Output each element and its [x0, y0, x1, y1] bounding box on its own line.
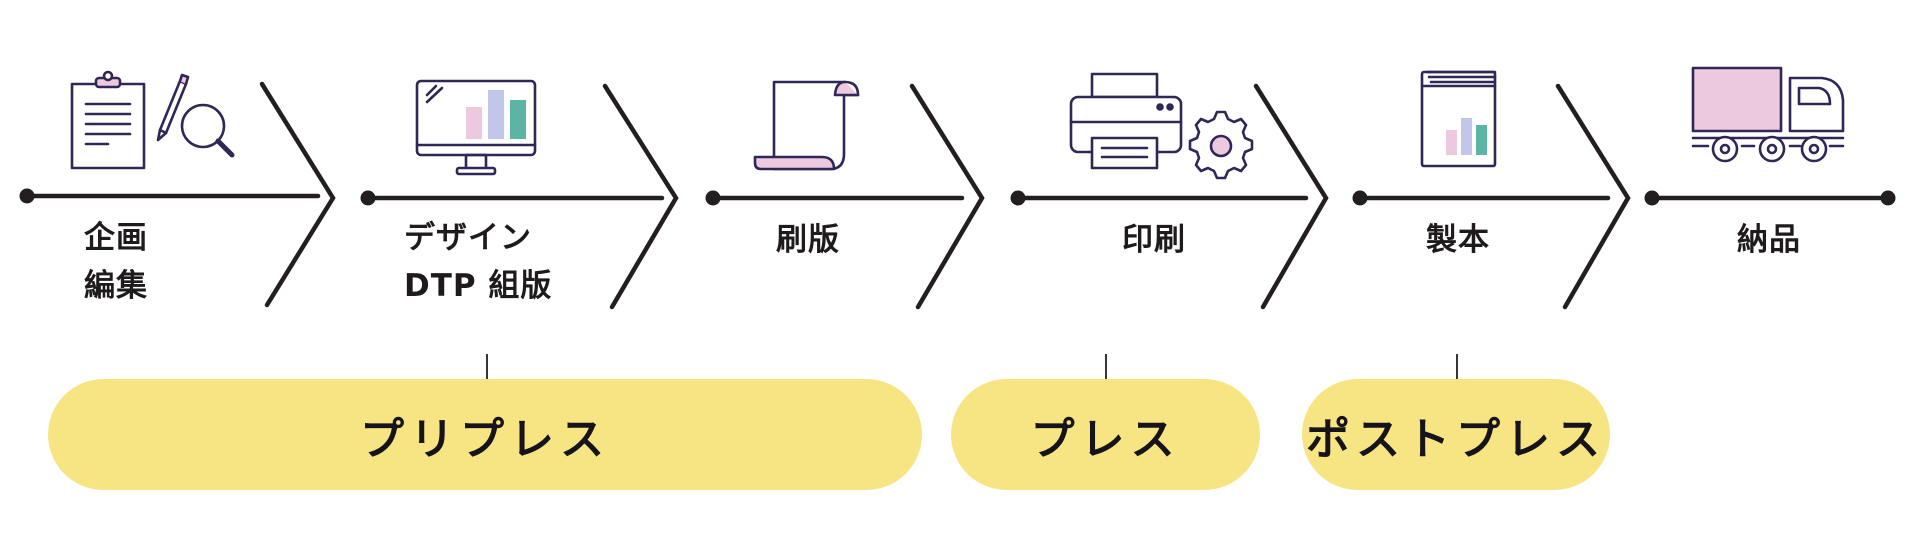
step-6-line-1: 納品 [1737, 222, 1801, 258]
step-1-line-2: 編集 [84, 268, 148, 304]
monitor-chart-icon [415, 79, 537, 176]
step-2-line-2: DTP 組版 [404, 268, 553, 304]
step-label-printing: 印刷 [1122, 216, 1186, 264]
step-5-line-1: 製本 [1426, 222, 1490, 258]
step-label-design: デザイン DTP 組版 [404, 214, 552, 310]
flow-dots [19, 188, 1896, 206]
step-1-line-1: 企画 [84, 220, 148, 256]
step-label-binding: 製本 [1426, 216, 1490, 264]
chevron-1 [259, 81, 336, 308]
segment-start-dot-3 [705, 190, 721, 206]
flow-segments [24, 193, 1891, 201]
segment-start-dot-1 [19, 188, 35, 204]
step-label-planning: 企画 編集 [84, 214, 148, 310]
step-4-line-1: 印刷 [1122, 222, 1186, 258]
step-label-delivery: 納品 [1737, 216, 1801, 264]
chevron-3 [909, 83, 985, 310]
scroll-plate-icon [753, 80, 860, 171]
phase-connector-press [1105, 354, 1107, 388]
flow-end-dot [1880, 190, 1896, 206]
truck-icon [1691, 66, 1845, 163]
phase-prepress: プリプレス [48, 379, 922, 490]
chevron-2 [602, 83, 679, 310]
phase-connector-postpress [1456, 354, 1458, 388]
clipboard-magnifier-icon [70, 70, 235, 170]
phase-prepress-label: プリプレス [360, 413, 610, 465]
phase-postpress-label: ポストプレス [1306, 413, 1606, 465]
segment-start-dot-4 [1010, 190, 1026, 206]
phase-connector-prepress [486, 354, 488, 388]
chevron-4 [1253, 83, 1329, 310]
step-2-line-1: デザイン [404, 220, 532, 256]
segment-start-dot-6 [1644, 190, 1660, 206]
step-label-platemaking: 刷版 [776, 216, 840, 264]
chevrons [259, 81, 1631, 310]
step-3-line-1: 刷版 [776, 222, 840, 258]
book-icon [1420, 70, 1497, 168]
printer-gear-icon [1069, 72, 1254, 180]
phase-press-label: プレス [1030, 413, 1181, 465]
phase-press: プレス [951, 379, 1260, 490]
phase-postpress: ポストプレス [1302, 379, 1610, 490]
chevron-5 [1555, 83, 1631, 310]
segment-start-dot-5 [1352, 190, 1368, 206]
segment-start-dot-2 [360, 190, 376, 206]
